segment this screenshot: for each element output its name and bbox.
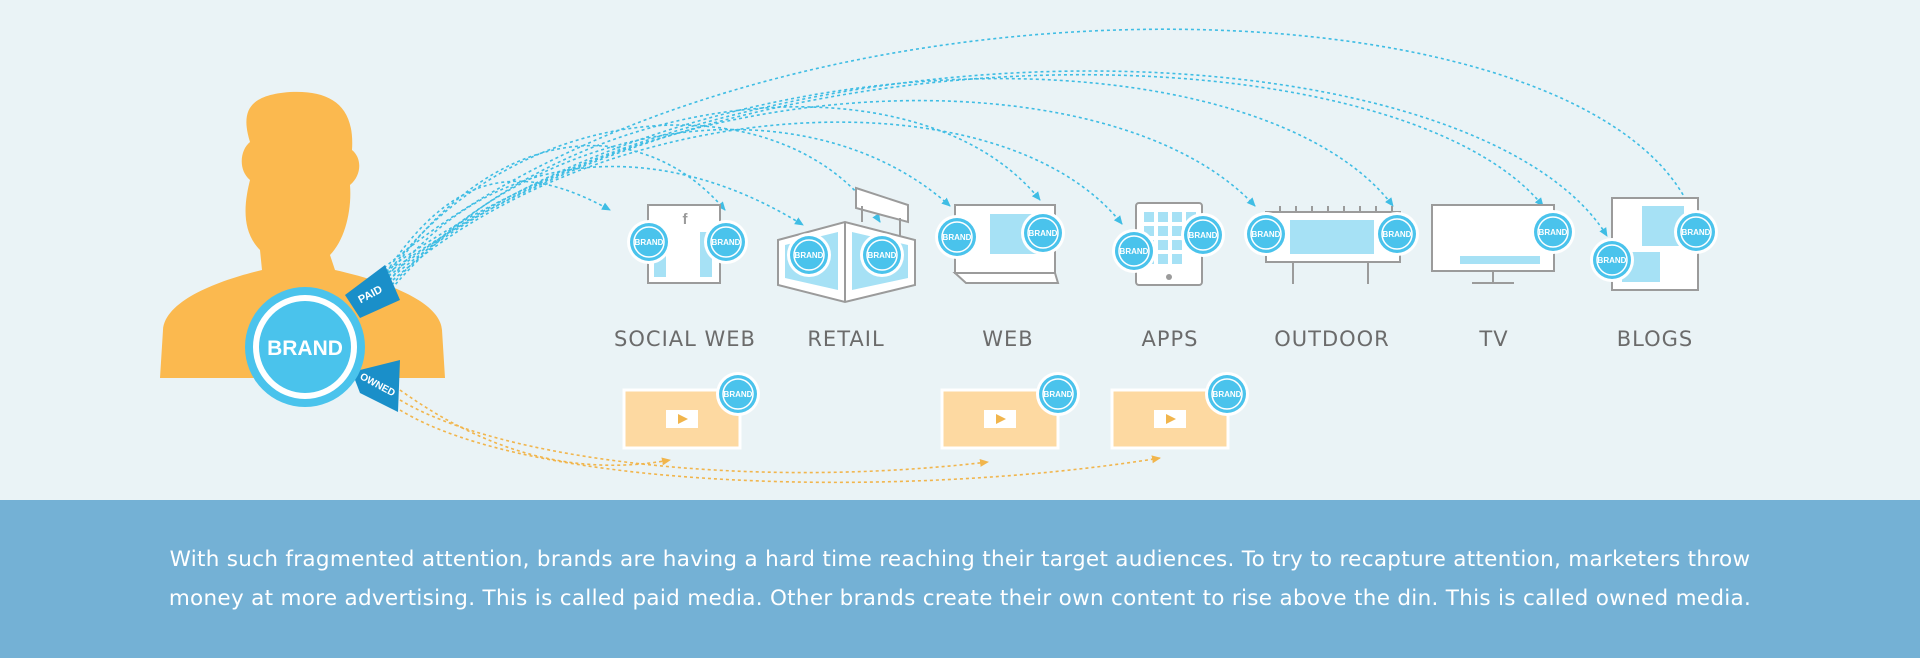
channel-label-blogs: BLOGS	[1617, 327, 1694, 351]
play-icon	[996, 414, 1006, 424]
channel-label-outdoor: OUTDOOR	[1274, 327, 1390, 351]
brand-badge-label: BRAND	[1189, 231, 1218, 240]
brand-badge-label: BRAND	[1598, 256, 1627, 265]
brand-badge-label: BRAND	[1044, 390, 1073, 399]
brand-badge: BRAND	[1531, 210, 1575, 254]
main-brand-label: BRAND	[267, 337, 343, 360]
caption-banner: With such fragmented attention, brands a…	[0, 500, 1920, 658]
tv-channel: BRAND TV	[1431, 204, 1575, 351]
brand-badge-label: BRAND	[1213, 390, 1242, 399]
brand-badge-label: BRAND	[943, 233, 972, 242]
brand-badge: BRAND	[716, 372, 760, 416]
blogs-channel: BRAND BRAND BLOGS	[1590, 197, 1718, 351]
paid-arrow-social-web-1	[379, 180, 611, 283]
brand-badge-label: BRAND	[1252, 230, 1281, 239]
brand-badge-label: BRAND	[1539, 228, 1568, 237]
apps-channel: BRAND BRAND APPS	[1112, 202, 1225, 351]
paid-arrow-retail-1	[382, 165, 804, 291]
brand-badge-label: BRAND	[1682, 228, 1711, 237]
brand-badge: BRAND	[1674, 210, 1718, 254]
brand-badge: BRAND	[1112, 229, 1156, 273]
paid-arrow-blogs-1	[383, 70, 1608, 273]
brand-badge-label: BRAND	[724, 390, 753, 399]
channel-label-social-web: SOCIAL WEB	[614, 327, 756, 351]
brand-badge: BRAND	[704, 220, 748, 264]
brand-badge: BRAND	[1036, 372, 1080, 416]
brand-badge: BRAND	[935, 215, 979, 259]
play-icon	[678, 414, 688, 424]
caption-line-2: money at more advertising. This is calle…	[168, 586, 1752, 611]
brand-badge-label: BRAND	[712, 238, 741, 247]
caption-line-1: With such fragmented attention, brands a…	[169, 547, 1751, 572]
channel-label-web: WEB	[982, 327, 1033, 351]
brand-badge: BRAND	[1590, 238, 1634, 282]
main-brand-badge: BRAND	[245, 287, 365, 407]
caption-text: With such fragmented attention, brands a…	[60, 540, 1860, 618]
paid-arrow-blogs-2	[383, 28, 1691, 269]
owned-tab: OWNED	[352, 360, 400, 412]
channel-label-tv: TV	[1478, 327, 1508, 351]
brand-badge: BRAND	[627, 220, 671, 264]
paid-arrow-outdoor-2	[383, 77, 1394, 281]
brand-badge: BRAND	[1181, 213, 1225, 257]
paid-tab: PAID	[345, 265, 400, 318]
channel-label-apps: APPS	[1141, 327, 1198, 351]
owned-video-web: BRAND	[940, 372, 1080, 450]
channel-label-retail: RETAIL	[807, 327, 884, 351]
brand-badge-label: BRAND	[795, 251, 824, 260]
brand-badge-label: BRAND	[1383, 230, 1412, 239]
web-channel: BRAND BRAND WEB	[935, 204, 1065, 351]
brand-badge: BRAND	[1244, 212, 1288, 256]
facebook-icon: f	[683, 211, 689, 228]
brand-badge-label: BRAND	[1029, 229, 1058, 238]
outdoor-channel: BRAND BRAND OUTDOOR	[1244, 206, 1419, 351]
brand-badge-label: BRAND	[868, 251, 897, 260]
owned-video-apps: BRAND	[1110, 372, 1249, 450]
social-web-channel: f BRAND BRAND SOCIAL WEB	[614, 204, 756, 351]
owned-video-social-web: BRAND	[622, 372, 760, 450]
owned-media-arrows	[399, 389, 1161, 484]
paid-arrow-web-1	[383, 128, 951, 295]
brand-badge-label: BRAND	[635, 238, 664, 247]
brand-badge: BRAND	[860, 233, 904, 277]
play-icon	[1166, 414, 1176, 424]
brand-badge: BRAND	[787, 233, 831, 277]
brand-badge-label: BRAND	[1120, 247, 1149, 256]
brand-badge: BRAND	[1205, 372, 1249, 416]
paid-arrow-tv	[383, 74, 1544, 277]
paid-arrow-apps	[383, 121, 1123, 289]
owned-arrow-web-video	[399, 399, 989, 474]
retail-channel: BRAND BRAND RETAIL	[777, 186, 916, 351]
paid-media-arrows	[379, 28, 1691, 299]
paid-owned-media-diagram: PAID OWNED BRAND f BRAND BRAND SOCIAL WE…	[160, 28, 1718, 484]
brand-badge: BRAND	[1375, 212, 1419, 256]
brand-badge: BRAND	[1021, 211, 1065, 255]
